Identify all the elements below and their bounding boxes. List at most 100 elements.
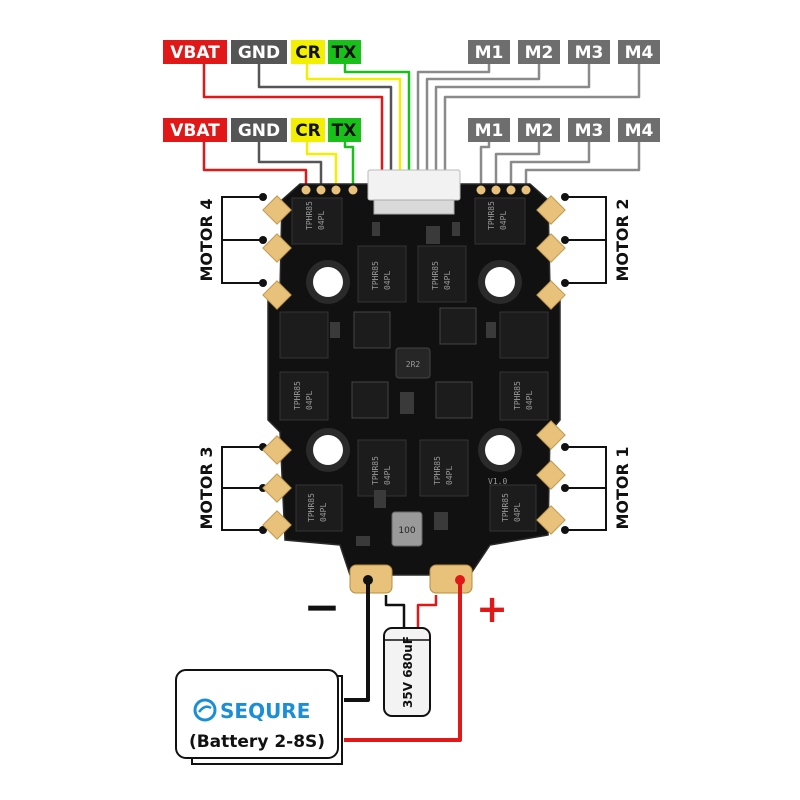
mosfet-1-text-a: TPHR85 (305, 201, 314, 230)
motor1-label: MOTOR 1 (613, 446, 632, 529)
mosfet-8 (499, 371, 549, 421)
brand-name: SEQURE (220, 699, 310, 723)
mosfet-3-text-b: 04PL (383, 271, 392, 290)
top-label-tx: TX (332, 43, 357, 63)
pad-label-m1-bg (468, 118, 510, 142)
driver-ic-2 (439, 307, 477, 345)
cap-lead-negative (384, 595, 406, 628)
motor1-pad-3 (536, 505, 566, 535)
mosfet-labels: TPHR85 04PL TPHR85 04PL TPHR85 04PL TPHR… (293, 201, 534, 522)
sequre-logo-icon (193, 698, 217, 722)
motor-pads (262, 195, 566, 540)
wire-vbat-connector (202, 64, 384, 172)
central-inductor-text: 2R2 (406, 360, 421, 369)
pad-label-cr: CR (295, 121, 321, 141)
mosfet-12-text-b: 04PL (513, 503, 522, 522)
pad-label-m2: M2 (525, 121, 554, 141)
pad-m1 (476, 185, 486, 195)
smd-6 (400, 392, 414, 414)
motor1-pad-1 (536, 420, 566, 450)
wire-m4-connector (443, 64, 641, 172)
top-label-gnd-bg (231, 40, 287, 64)
wire-gnd-pad (257, 142, 323, 184)
motor2-dot-1 (561, 193, 569, 201)
motor4-dot-2 (259, 236, 267, 244)
motor3-pad-1 (262, 435, 292, 465)
signal-pads-left (301, 185, 358, 195)
motor2-pad-1 (536, 195, 566, 225)
mosfet-7-text-a: TPHR85 (293, 381, 302, 410)
pad-cr (331, 185, 341, 195)
capacitor-body (383, 627, 431, 717)
mosfet-11-text-b: 04PL (319, 503, 328, 522)
motor2-dot-3 (561, 279, 569, 287)
top-label-m2-bg (518, 40, 560, 64)
connector-wires (202, 64, 641, 172)
top-label-vbat: VBAT (170, 43, 220, 63)
top-label-m1-bg (468, 40, 510, 64)
top-label-m4: M4 (625, 43, 654, 63)
motor4-dot-1 (259, 193, 267, 201)
mosfet-2-text-a: TPHR85 (487, 201, 496, 230)
pad-wires (202, 142, 641, 184)
positive-sign: + (476, 587, 508, 631)
motor3-dot-3 (259, 526, 267, 534)
top-label-m1: M1 (475, 43, 504, 63)
motor1-dot-3 (561, 526, 569, 534)
driver-ic-1 (353, 311, 391, 349)
top-connector-labels-left: VBAT GND CR TX (163, 40, 361, 64)
motor2-label: MOTOR 2 (613, 198, 632, 281)
board-connector-housing (367, 169, 461, 201)
wire-positive (344, 580, 462, 742)
small-inductor (391, 511, 423, 547)
wire-tx-connector (343, 64, 411, 172)
wire-tx-pad (343, 142, 355, 184)
wire-negative (344, 580, 370, 702)
top-label-cr: CR (295, 43, 321, 63)
capacitor-label: 35V 680uF (401, 636, 415, 708)
pad-label-cr-bg (291, 118, 325, 142)
smd-2 (426, 226, 440, 244)
power-wiring (344, 575, 465, 742)
wire-gnd-connector (257, 64, 393, 172)
mosfet-7-text-b: 04PL (305, 391, 314, 410)
signal-pads-right (476, 185, 531, 195)
pad-label-m4: M4 (625, 121, 654, 141)
mosfet-4-text-b: 04PL (443, 271, 452, 290)
mosfet-4-text-a: TPHR85 (431, 261, 440, 290)
pad-m4 (521, 185, 531, 195)
mount-hole-tl-inner (313, 267, 343, 297)
pad-labels-right: M1 M2 M3 M4 (468, 118, 660, 142)
wire-m2-pad (494, 142, 541, 184)
battery-box-body (175, 669, 339, 759)
mosfet-11-text-a: TPHR85 (307, 493, 316, 522)
motor2-pad-3 (536, 280, 566, 310)
motor3-pad-2 (262, 473, 292, 503)
mount-hole-br-inner (485, 435, 515, 465)
pad-gnd (316, 185, 326, 195)
mosfet-2 (474, 197, 526, 245)
wire-m1-pad (479, 142, 491, 184)
wire-m4-pad (524, 142, 641, 184)
battery-pad-positive (429, 564, 473, 594)
pad-label-m1: M1 (475, 121, 504, 141)
smd-7 (374, 490, 386, 508)
motor4-label: MOTOR 4 (197, 198, 216, 281)
motor1-pad-2 (536, 460, 566, 490)
motor3-pad-3 (262, 510, 292, 540)
wire-positive-tip (455, 575, 465, 585)
version-label: V1.0 (488, 477, 507, 486)
smd-3 (452, 222, 460, 236)
mount-hole-bl-inner (313, 435, 343, 465)
mosfet-6 (499, 311, 549, 359)
motor4-dot-3 (259, 279, 267, 287)
wire-m1-connector (416, 64, 491, 172)
top-label-gnd: GND (238, 43, 280, 63)
top-label-m4-bg (618, 40, 660, 64)
mosfet-10-text-a: TPHR85 (433, 456, 442, 485)
motor1-dot-2 (561, 484, 569, 492)
mosfet-3-text-a: TPHR85 (371, 261, 380, 290)
mosfet-9 (357, 439, 407, 497)
esc-board: TPHR85 04PL TPHR85 04PL TPHR85 04PL TPHR… (262, 169, 566, 594)
